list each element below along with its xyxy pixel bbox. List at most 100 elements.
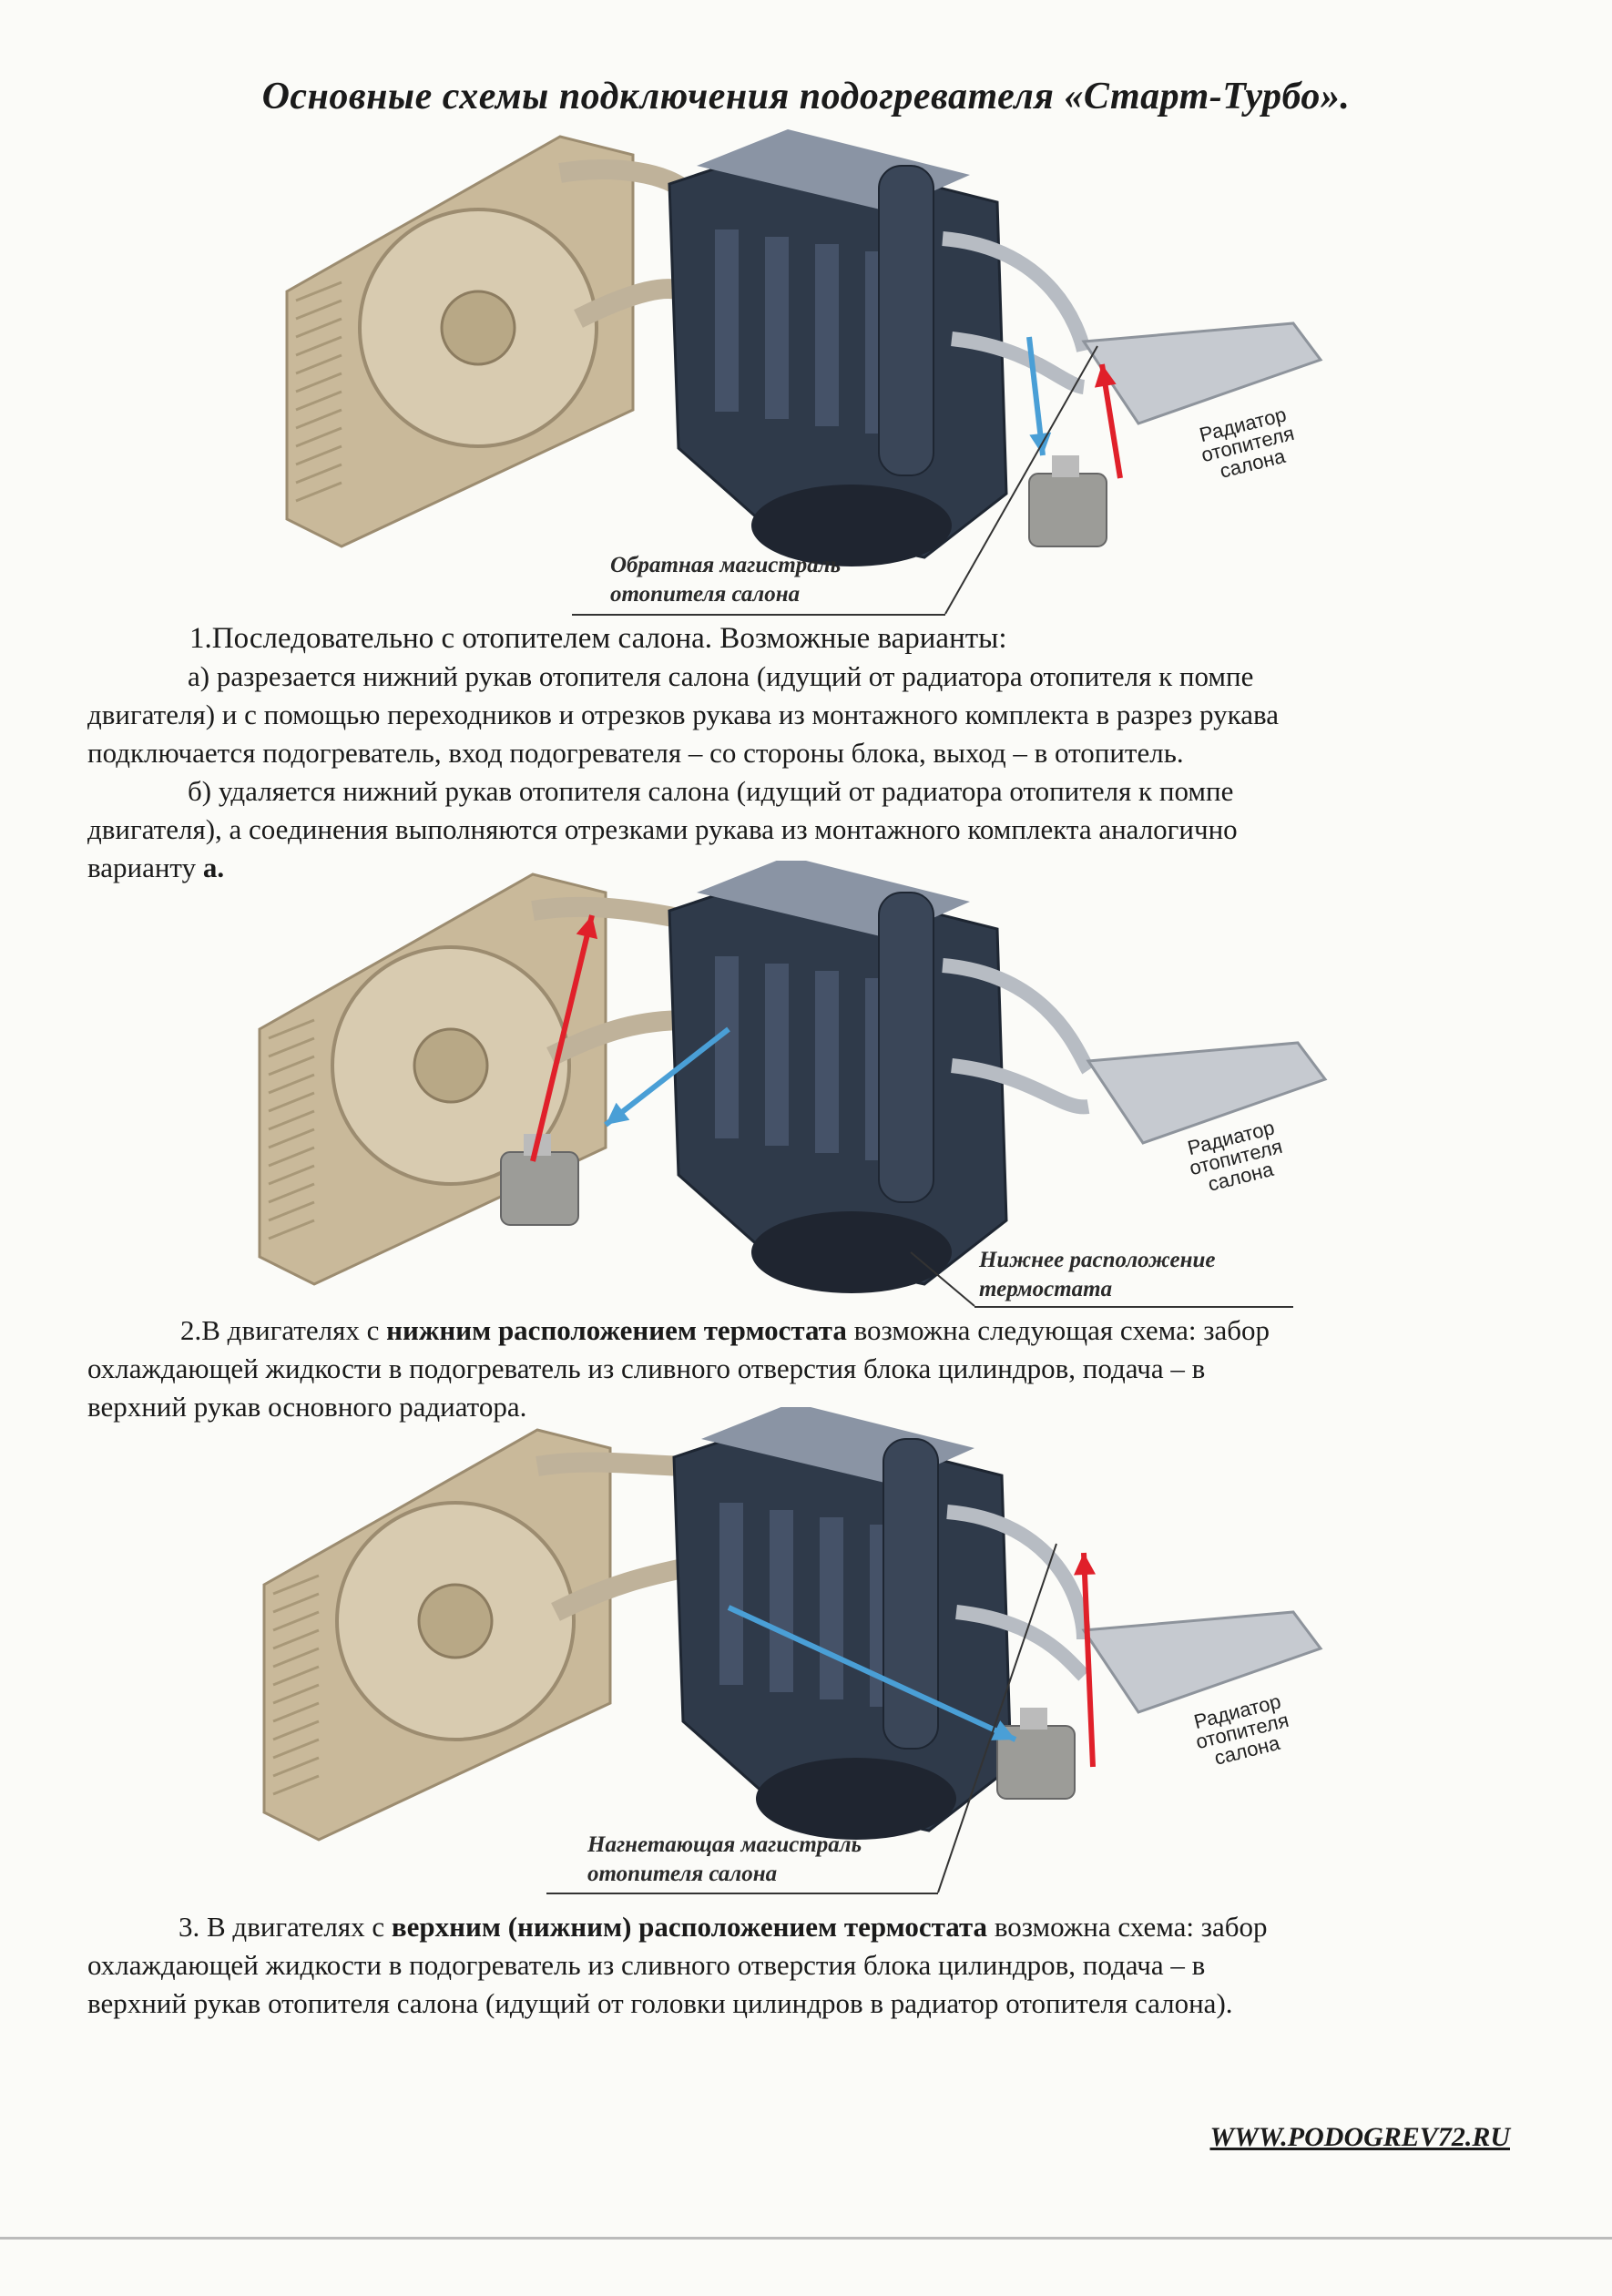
heater-lower-hose: [955, 1605, 1089, 1681]
radiator-fin: [272, 1628, 320, 1650]
callout-rule: [974, 1306, 1293, 1308]
text-line: 2.В двигателях с нижним расположением те…: [87, 1311, 1508, 1350]
engine-rib: [765, 964, 789, 1146]
radiator-fin: [295, 390, 342, 412]
preheater-fitting: [1052, 455, 1079, 477]
oil-pan: [751, 1211, 952, 1293]
radiator-fin: [295, 463, 342, 485]
timing-belt-cover: [878, 892, 934, 1203]
radiator-fin: [295, 353, 342, 375]
radiator-fin: [295, 299, 342, 321]
preheater-unit: [500, 1151, 579, 1226]
radiator-fin: [272, 1683, 320, 1705]
engine-rib: [815, 971, 839, 1153]
radiator-fin: [268, 1073, 315, 1095]
radiator-fin: [272, 1719, 320, 1741]
text-fragment: возможна следующая схема: забор: [846, 1314, 1270, 1346]
text-line: верхний рукав основного радиатора.: [87, 1391, 527, 1423]
page-edge-rule: [0, 2237, 1612, 2240]
radiator-fin: [268, 1182, 315, 1204]
bold-fragment: а.: [202, 852, 225, 883]
radiator-fin: [272, 1574, 320, 1596]
callout-supply-line: Нагнетающая магистраль отопителя салона: [587, 1831, 862, 1889]
heater-upper-hose: [946, 1505, 1091, 1640]
fan-hub: [417, 1583, 494, 1659]
diagram-scheme-3: [262, 1407, 1323, 1893]
section-2-text: 2.В двигателях с нижним расположением те…: [87, 1311, 1508, 1426]
engine-rib: [715, 230, 739, 412]
text-line: подключается подогреватель, вход подогре…: [87, 737, 1184, 769]
text-line: 3. В двигателях с верхним (нижним) распо…: [87, 1908, 1508, 1946]
callout-line: Нагнетающая магистраль: [587, 1832, 862, 1857]
radiator-fin: [295, 426, 342, 448]
engine-rib: [770, 1510, 793, 1692]
text-line: двигателя), а соединения выполняются отр…: [87, 813, 1238, 845]
heater-upper-hose: [942, 231, 1091, 352]
return-arrow: [727, 1605, 1017, 1742]
engine-rib: [715, 956, 739, 1138]
timing-belt-cover: [883, 1438, 939, 1750]
callout-leader-line: [910, 1251, 975, 1307]
radiator-fin: [295, 281, 342, 302]
return-arrow: [1026, 336, 1052, 456]
page-title: Основные схемы подключения подогревателя…: [261, 76, 1351, 117]
oil-pan: [751, 485, 952, 566]
section-3-text: 3. В двигателях с верхним (нижним) распо…: [87, 1908, 1508, 2023]
cabin-heater-radiator: [1086, 1041, 1328, 1145]
cabin-heater-radiator: [1081, 1610, 1323, 1714]
radiator-fin: [272, 1756, 320, 1778]
section-1-text: 1.Последовательно с отопителем салона. В…: [87, 619, 1508, 887]
text-fragment: 2.В двигателях с: [180, 1314, 387, 1346]
radiator-fin: [268, 1091, 315, 1113]
radiator-fin: [268, 1219, 315, 1240]
fan-hub: [440, 290, 516, 366]
radiator-fin: [268, 1164, 315, 1186]
bold-fragment: нижним расположением термостата: [386, 1314, 847, 1346]
callout-rule: [572, 614, 945, 616]
text-line: а) разрезается нижний рукав отопителя са…: [188, 660, 1254, 692]
text-line: верхний рукав отопителя салона (идущий о…: [87, 1987, 1233, 2019]
radiator-fin: [272, 1665, 320, 1687]
radiator-fin: [268, 1055, 315, 1077]
radiator-fin: [272, 1701, 320, 1723]
text-line: охлаждающей жидкости в подогреватель из …: [87, 1949, 1206, 1981]
callout-lower-thermostat: Нижнее расположение термостата: [979, 1246, 1216, 1304]
radiator-fin: [268, 1018, 315, 1040]
radiator-fin: [272, 1592, 320, 1614]
callout-leader-line: [937, 1543, 1057, 1893]
fan-hub: [413, 1027, 489, 1104]
preheater-fitting: [1020, 1708, 1047, 1730]
radiator-fin: [295, 481, 342, 503]
website-link[interactable]: WWW.PODOGREV72.RU: [1209, 2122, 1511, 2152]
radiator-fin: [295, 408, 342, 430]
radiator-fin: [272, 1647, 320, 1668]
callout-rule: [546, 1893, 938, 1894]
radiator-fin: [295, 372, 342, 393]
text-line: охлаждающей жидкости в подогреватель из …: [87, 1352, 1206, 1384]
text-fragment: варианту: [87, 852, 203, 883]
radiator-fin: [268, 1146, 315, 1168]
supply-arrow: [530, 914, 598, 1162]
radiator-fin: [295, 335, 342, 357]
callout-line: Обратная магистраль: [610, 553, 842, 577]
callout-line: отопителя салона: [587, 1862, 778, 1886]
engine-rib: [815, 244, 839, 426]
text-line: б) удаляется нижний рукав отопителя сало…: [188, 775, 1234, 807]
text-fragment: возможна схема: забор: [987, 1911, 1268, 1943]
text-line: варианту а.: [87, 849, 1508, 887]
callout-leader-line: [944, 345, 1098, 615]
radiator-fin: [272, 1774, 320, 1796]
upper-radiator-hose: [531, 896, 690, 930]
preheater-unit: [1028, 473, 1107, 547]
supply-arrow: [1094, 363, 1123, 479]
supply-arrow: [1074, 1552, 1097, 1768]
text-line: двигателя) и с помощью переходников и от…: [87, 699, 1279, 730]
engine-rib: [820, 1517, 843, 1699]
callout-return-line: Обратная магистраль отопителя салона: [610, 551, 841, 609]
engine-rib: [719, 1503, 743, 1685]
radiator-fin: [268, 1036, 315, 1058]
heater-lower-hose: [951, 1058, 1090, 1115]
engine-rib: [765, 237, 789, 419]
radiator-fin: [272, 1610, 320, 1632]
radiator-fin: [268, 1200, 315, 1222]
